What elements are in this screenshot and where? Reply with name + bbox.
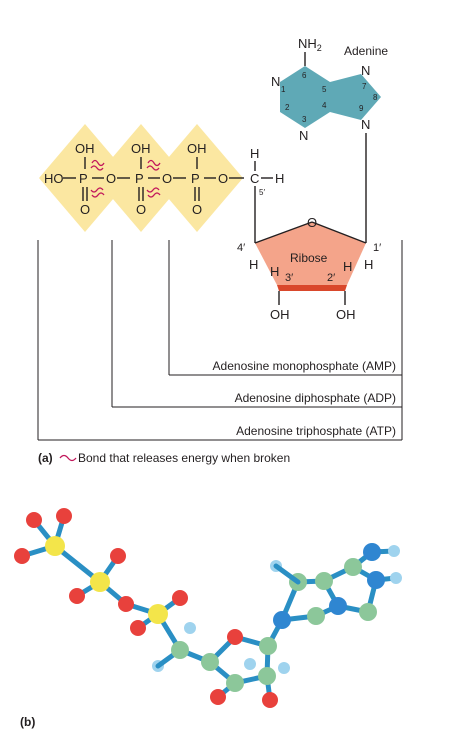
position-4-prime: 4′	[237, 242, 245, 254]
terminal-ho: HO	[44, 171, 64, 186]
adenine-n7: N	[361, 63, 370, 78]
phosphorus-alpha: P	[191, 171, 200, 186]
legend-text: Bond that releases energy when broken	[78, 451, 290, 465]
hydrogen-atom	[390, 572, 402, 584]
adenine-n3: N	[299, 128, 308, 143]
svg-text:H: H	[250, 146, 259, 161]
carbon-atom	[307, 607, 325, 625]
svg-text:9: 9	[359, 104, 364, 113]
svg-text:4: 4	[322, 101, 327, 110]
ball-and-stick-model: (b)	[14, 508, 402, 729]
adenine-n9: N	[361, 117, 370, 132]
phosphate-diamond-gamma	[39, 124, 131, 232]
nitrogen-atom	[273, 611, 291, 629]
hydrogen-atom	[278, 662, 290, 674]
energy-bond-icon	[59, 454, 77, 462]
svg-text:6: 6	[302, 71, 307, 80]
phosphate-o-beta: O	[136, 202, 146, 217]
ribose-label: Ribose	[290, 251, 328, 265]
adenine-five-ring	[330, 74, 381, 120]
energy-bond-marks	[90, 159, 161, 198]
hydroxyl-2-prime: OH	[336, 307, 356, 322]
bridge-o-2: O	[162, 171, 172, 186]
oxygen-atom	[56, 508, 72, 524]
svg-text:H: H	[275, 171, 284, 186]
svg-text:7: 7	[362, 82, 367, 91]
energy-bond-legend: (a) Bond that releases energy when broke…	[38, 451, 290, 465]
svg-text:H: H	[343, 259, 352, 274]
hydrogen-atom	[388, 545, 400, 557]
oxygen-atom	[118, 596, 134, 612]
carbon-5-prime: H C H 5′	[250, 146, 284, 243]
carbon-atom	[226, 674, 244, 692]
ribose-sugar: O Ribose 4′ H H 3′ 2′ H H 1′ OH OH	[237, 215, 381, 322]
phosphorus-gamma: P	[79, 171, 88, 186]
phosphorus-atom	[90, 572, 110, 592]
phosphorus-beta: P	[135, 171, 144, 186]
oxygen-atom	[69, 588, 85, 604]
ring-oxygen: O	[307, 215, 317, 230]
bridge-o-1: O	[106, 171, 116, 186]
hydrogen-atom	[184, 622, 196, 634]
oxygen-atom	[262, 692, 278, 708]
carbon-atom	[259, 637, 277, 655]
carbon-atom	[171, 641, 189, 659]
oxygen-atom	[14, 548, 30, 564]
svg-text:5: 5	[322, 85, 327, 94]
carbon-atom	[344, 558, 362, 576]
phosphate-oh-gamma: OH	[75, 141, 95, 156]
position-3-prime: 3′	[285, 272, 293, 284]
phosphate-o-gamma: O	[80, 202, 90, 217]
panel-b-label: (b)	[20, 715, 35, 729]
nitrogen-atom	[363, 543, 381, 561]
nh2-label: NH2	[298, 36, 322, 53]
phosphorus-atom	[148, 604, 168, 624]
amp-label: Adenosine monophosphate (AMP)	[213, 359, 396, 373]
phosphate-diamond-alpha	[151, 124, 243, 232]
adp-label: Adenosine diphosphate (ADP)	[235, 391, 396, 405]
model-atoms	[14, 508, 402, 708]
atp-label: Adenosine triphosphate (ATP)	[236, 424, 396, 438]
phosphate-tail: HO OH P O O OH P O O OH P O O	[39, 124, 244, 232]
adenine-label: Adenine	[344, 44, 388, 58]
svg-text:H: H	[364, 257, 373, 272]
bridge-o-3: O	[218, 171, 228, 186]
carbon-atom	[201, 653, 219, 671]
panel-a-label: (a)	[38, 451, 53, 465]
carbon-atom	[359, 603, 377, 621]
svg-text:1: 1	[281, 85, 286, 94]
oxygen-atom	[210, 689, 226, 705]
oxygen-atom	[227, 629, 243, 645]
phosphorus-atom	[45, 536, 65, 556]
svg-text:H: H	[270, 264, 279, 279]
nucleotide-brackets: Adenosine monophosphate (AMP) Adenosine …	[37, 240, 403, 441]
position-1-prime: 1′	[373, 242, 381, 254]
phosphate-o-alpha: O	[192, 202, 202, 217]
svg-text:H: H	[249, 257, 258, 272]
adenine-base: NH2 Adenine N N N N 1 2 3 4 5 6 7 8 9	[271, 36, 388, 243]
phosphate-diamond-beta	[95, 124, 187, 232]
carbon-atom	[315, 572, 333, 590]
ribose-ring	[255, 222, 366, 285]
nitrogen-atom	[367, 571, 385, 589]
phosphate-oh-alpha: OH	[187, 141, 207, 156]
oxygen-atom	[130, 620, 146, 636]
svg-text:8: 8	[373, 93, 378, 102]
hydrogen-atom	[244, 658, 256, 670]
phosphate-oh-beta: OH	[131, 141, 151, 156]
svg-text:2: 2	[285, 103, 290, 112]
svg-text:3: 3	[302, 115, 307, 124]
adenine-n1: N	[271, 74, 280, 89]
position-5-prime: 5′	[259, 188, 265, 197]
adenine-six-ring	[280, 66, 330, 128]
carbon-5-label: C	[250, 171, 259, 186]
hydroxyl-3-prime: OH	[270, 307, 290, 322]
carbon-atom	[258, 667, 276, 685]
oxygen-atom	[110, 548, 126, 564]
oxygen-atom	[26, 512, 42, 528]
position-2-prime: 2′	[327, 272, 335, 284]
nitrogen-atom	[329, 597, 347, 615]
oxygen-atom	[172, 590, 188, 606]
